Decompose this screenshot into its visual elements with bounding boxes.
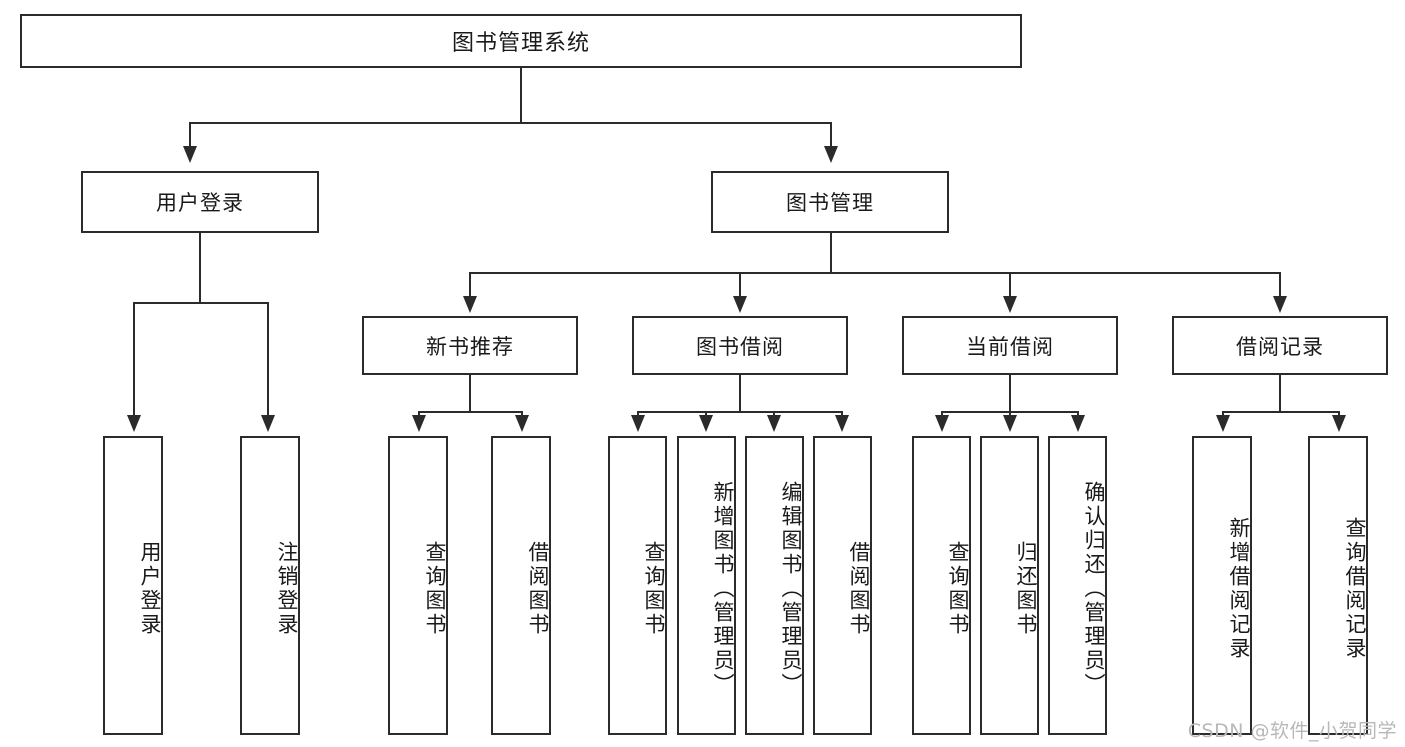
arrow-book-to-new — [463, 296, 477, 313]
edge-root-bus — [189, 122, 832, 124]
leaf-return-book-label: 归还图书 — [1014, 540, 1038, 637]
edge-user-to-leaf2 — [267, 302, 269, 417]
edge-borrow-stem — [739, 375, 741, 412]
edge-book-bus — [469, 272, 1281, 274]
edge-user-to-leaf1 — [133, 302, 135, 417]
node-borrow-record-label: 借阅记录 — [1236, 334, 1324, 359]
arrow-user-to-leaf2 — [261, 415, 275, 432]
csdn-watermark: CSDN @软件_小贺同学 — [1187, 720, 1397, 742]
arrow-root-to-book — [824, 146, 838, 163]
edge-borrow-to-leaf3 — [773, 411, 775, 417]
node-current-borrow[interactable]: 当前借阅 — [902, 316, 1118, 375]
edge-borrow-to-leaf4 — [841, 411, 843, 417]
leaf-confirm-return-admin-label: 确认归还（管理员） — [1082, 480, 1106, 697]
node-new-book-recommend-label: 新书推荐 — [426, 334, 514, 359]
edge-current-to-leaf2 — [1009, 411, 1011, 417]
edge-record-stem — [1279, 375, 1281, 412]
leaf-borrow-book-recommend[interactable]: 借阅图书 — [491, 436, 551, 735]
arrow-borrow-to-leaf2 — [699, 415, 713, 432]
leaf-logout-label: 注销登录 — [275, 540, 299, 637]
edge-record-bus — [1222, 411, 1339, 413]
edge-root-to-book — [830, 122, 832, 148]
leaf-query-book-current-label: 查询图书 — [946, 540, 970, 637]
arrow-book-to-current — [1003, 296, 1017, 313]
edge-current-to-leaf1 — [941, 411, 943, 417]
leaf-query-borrow-record[interactable]: 查询借阅记录 — [1308, 436, 1368, 735]
arrow-record-to-leaf1 — [1216, 415, 1230, 432]
arrow-book-to-record — [1273, 296, 1287, 313]
edge-root-stem — [520, 68, 522, 123]
arrow-record-to-leaf2 — [1332, 415, 1346, 432]
node-root-label: 图书管理系统 — [451, 31, 590, 56]
edge-book-to-record — [1279, 272, 1281, 298]
leaf-query-borrow-record-label: 查询借阅记录 — [1343, 516, 1367, 661]
leaf-query-book-recommend[interactable]: 查询图书 — [388, 436, 448, 735]
node-root[interactable]: 图书管理系统 — [20, 14, 1022, 68]
edge-root-to-user — [189, 122, 191, 148]
arrow-borrow-to-leaf3 — [767, 415, 781, 432]
leaf-return-book[interactable]: 归还图书 — [980, 436, 1039, 735]
edge-borrow-to-leaf2 — [705, 411, 707, 417]
leaf-query-book-current[interactable]: 查询图书 — [912, 436, 971, 735]
edge-borrow-bus — [637, 411, 843, 413]
node-book-borrow[interactable]: 图书借阅 — [632, 316, 848, 375]
edge-book-to-current — [1009, 272, 1011, 298]
edge-user-stem — [199, 233, 201, 303]
edge-borrow-to-leaf1 — [637, 411, 639, 417]
arrow-user-to-leaf1 — [127, 415, 141, 432]
arrow-root-to-user — [183, 146, 197, 163]
edge-current-stem — [1009, 375, 1011, 412]
edge-user-bus — [133, 302, 267, 304]
node-book-management[interactable]: 图书管理 — [711, 171, 949, 233]
leaf-borrow-book-label: 借阅图书 — [847, 540, 871, 637]
edge-recommend-stem — [469, 375, 471, 412]
leaf-query-book-recommend-label: 查询图书 — [423, 540, 447, 637]
arrow-borrow-to-leaf4 — [835, 415, 849, 432]
edge-recommend-to-leaf2 — [521, 411, 523, 417]
edge-record-to-leaf2 — [1338, 411, 1340, 417]
leaf-borrow-book[interactable]: 借阅图书 — [813, 436, 872, 735]
arrow-recommend-to-leaf2 — [515, 415, 529, 432]
arrow-recommend-to-leaf1 — [412, 415, 426, 432]
leaf-query-book-borrow[interactable]: 查询图书 — [608, 436, 667, 735]
edge-current-to-leaf3 — [1077, 411, 1079, 417]
leaf-borrow-book-recommend-label: 借阅图书 — [526, 540, 550, 637]
node-user-login[interactable]: 用户登录 — [81, 171, 319, 233]
leaf-user-login-label: 用户登录 — [138, 540, 162, 637]
node-new-book-recommend[interactable]: 新书推荐 — [362, 316, 578, 375]
leaf-confirm-return-admin[interactable]: 确认归还（管理员） — [1048, 436, 1107, 735]
arrow-book-to-borrow — [733, 296, 747, 313]
leaf-edit-book-admin[interactable]: 编辑图书（管理员） — [745, 436, 804, 735]
arrow-borrow-to-leaf1 — [631, 415, 645, 432]
leaf-add-book-admin-label: 新增图书（管理员） — [711, 480, 735, 697]
edge-book-to-borrow — [739, 272, 741, 298]
edge-book-to-new — [469, 272, 471, 298]
arrow-current-to-leaf2 — [1003, 415, 1017, 432]
edge-recommend-bus — [418, 411, 522, 413]
arrow-current-to-leaf1 — [935, 415, 949, 432]
node-current-borrow-label: 当前借阅 — [966, 334, 1054, 359]
leaf-query-book-borrow-label: 查询图书 — [642, 540, 666, 637]
leaf-edit-book-admin-label: 编辑图书（管理员） — [779, 480, 803, 697]
edge-recommend-to-leaf1 — [418, 411, 420, 417]
node-borrow-record[interactable]: 借阅记录 — [1172, 316, 1388, 375]
leaf-add-borrow-record[interactable]: 新增借阅记录 — [1192, 436, 1252, 735]
leaf-add-borrow-record-label: 新增借阅记录 — [1227, 516, 1251, 661]
edge-book-stem — [830, 233, 832, 273]
node-book-management-label: 图书管理 — [786, 191, 874, 215]
edge-record-to-leaf1 — [1222, 411, 1224, 417]
leaf-logout[interactable]: 注销登录 — [240, 436, 300, 735]
arrow-current-to-leaf3 — [1071, 415, 1085, 432]
leaf-user-login[interactable]: 用户登录 — [103, 436, 163, 735]
node-book-borrow-label: 图书借阅 — [696, 334, 784, 359]
leaf-add-book-admin[interactable]: 新增图书（管理员） — [677, 436, 736, 735]
node-user-login-label: 用户登录 — [156, 191, 244, 215]
